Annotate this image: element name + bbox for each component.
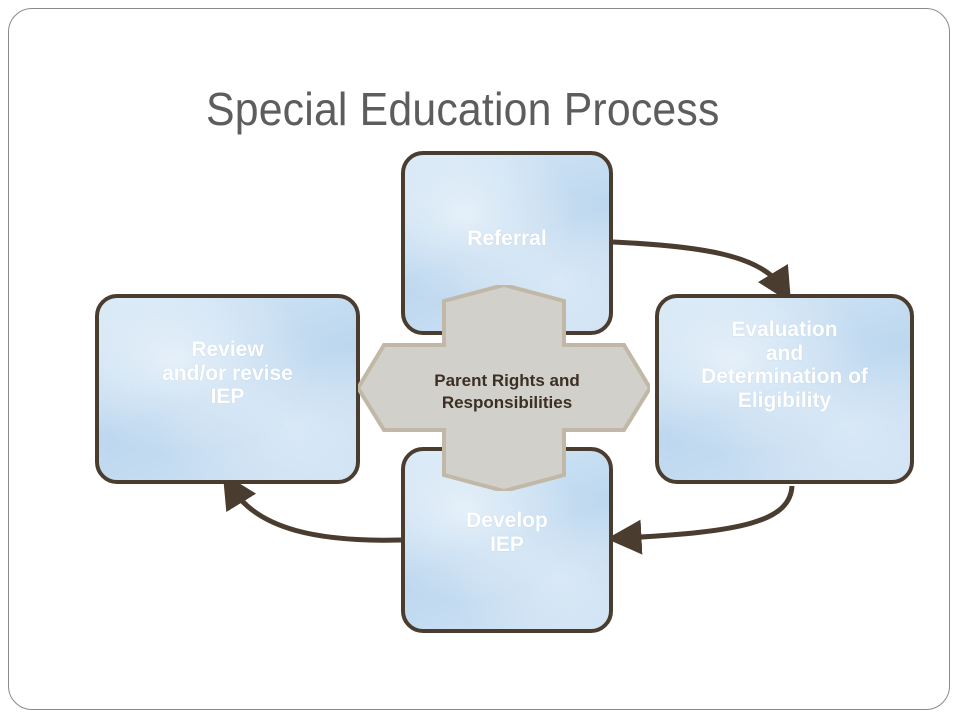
step-referral-label: Referral (467, 227, 547, 250)
step-develop-line-1: Develop (466, 509, 548, 532)
arrow-develop-to-review (222, 473, 402, 543)
center-label-line-2: Responsibilities (441, 393, 573, 412)
step-review-line-2: and/or revise (162, 361, 293, 385)
step-review-line-1: Review (191, 338, 264, 361)
step-review-line-3: IEP (210, 385, 245, 409)
slide-title: Special Education Process (206, 83, 720, 135)
center-cross-shape (355, 282, 653, 494)
step-evaluation-line-3: Determination of (701, 365, 868, 389)
center-label-line-1: Parent Rights and (434, 370, 580, 390)
step-review-iep: Review and/or revise IEP (95, 294, 360, 484)
center-label: Parent Rights and Responsibilities (372, 360, 642, 424)
arrow-evaluation-to-develop (606, 485, 795, 555)
step-develop-line-2: IEP (490, 532, 524, 556)
arrow-referral-to-evaluation (612, 239, 792, 303)
step-evaluation-line-1: Evaluation (731, 318, 838, 341)
step-evaluation-line-4: Eligibility (737, 388, 832, 412)
step-evaluation-line-2: and (765, 341, 804, 365)
step-evaluation: Evaluation and Determination of Eligibil… (655, 294, 914, 484)
